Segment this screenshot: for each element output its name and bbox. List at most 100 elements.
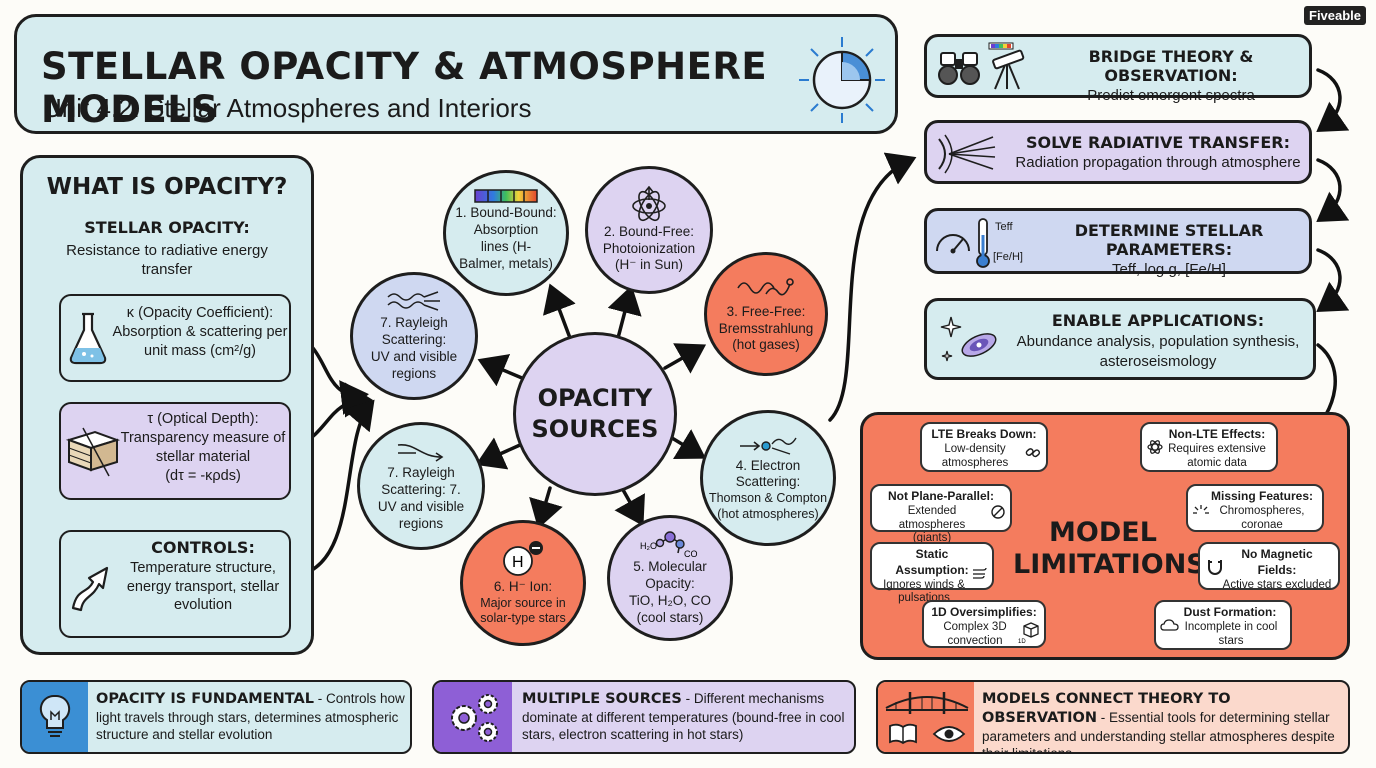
source-title: 1. Bound-Bound: [455, 205, 557, 221]
summary-text: - Controls how light travels through sta… [96, 691, 405, 743]
source-text: UV and visible regions [370, 349, 458, 381]
source-title: 4. Electron Scattering: [735, 457, 801, 490]
summary-text: - Different mechanisms dominate at diffe… [522, 691, 845, 743]
hub-line2: SOURCES [531, 415, 659, 443]
limitation-title: Dust Formation: [1183, 605, 1277, 619]
tau-card: τ (Optical Depth): Transparency measure … [59, 402, 291, 500]
controls-text: Temperature structure, energy transport,… [126, 559, 280, 614]
kappa-heading: κ (Opacity Coefficient): [126, 305, 274, 321]
limitations-title-line1: MODEL [1049, 517, 1157, 548]
ion-label: H [512, 554, 524, 571]
teff-label: Teff [995, 221, 1013, 233]
source-title: 2. Bound-Free: [603, 223, 695, 239]
telescope-icon [988, 42, 1025, 90]
stellar-opacity-text: Resistance to radiative energy transfer [66, 242, 268, 278]
summary-card-multiple-sources: MULTIPLE SOURCES - Different mechanisms … [432, 680, 856, 754]
stellar-opacity-heading: STELLAR OPACITY: [84, 218, 250, 237]
controls-card: CONTROLS: Temperature structure, energy … [59, 530, 291, 638]
source-bound-bound: 1. Bound-Bound: Absorption lines (H-Balm… [443, 170, 569, 296]
tau-heading: τ (Optical Depth): [147, 411, 259, 427]
limitations-title-line2: LIMITATIONS [1013, 549, 1206, 581]
source-text: Photoionization (H⁻ in Sun) [602, 240, 696, 273]
molecule-label-co: CO [684, 549, 698, 559]
what-is-opacity-panel: WHAT IS OPACITY? STELLAR OPACITY: Resist… [20, 155, 314, 655]
limitation-static: Static Assumption: Ignores winds & pulsa… [870, 542, 994, 604]
spectrum-icon [474, 189, 538, 203]
flow-text: Predict emergent spectra [1087, 87, 1255, 104]
tau-formula: (dτ = -κρds) [165, 467, 241, 484]
flow-text: Radiation propagation through atmosphere [1015, 154, 1301, 171]
source-electron-scattering: 4. Electron Scattering: Thomson & Compto… [700, 410, 836, 546]
source-title: 3. Free-Free: [726, 303, 806, 319]
cube-label: 1D [1018, 639, 1026, 644]
wave-icon [387, 291, 440, 311]
gauge-icon [936, 234, 970, 254]
tau-text: Transparency measure of stellar material [120, 429, 286, 465]
source-h-minus-ion: H 6. H⁻ Ion: Major source in solar-type … [460, 520, 586, 646]
flow-step-parameters: Teff [Fe/H] DETERMINE STELLAR PARAMETERS… [924, 208, 1312, 278]
hub-line1: OPACITY [537, 383, 653, 412]
limitation-title: LTE Breaks Down: [931, 427, 1037, 441]
flow-heading: ENABLE APPLICATIONS: [1051, 311, 1265, 330]
limitation-text: Chromospheres, coronae [1219, 504, 1305, 531]
limitation-title: 1D Oversimplifies: [931, 605, 1037, 619]
kappa-card: κ (Opacity Coefficient): Absorption & sc… [59, 294, 291, 382]
curved-arrow-icon [71, 566, 109, 612]
cube-icon: 1D [1018, 622, 1039, 644]
limitation-title: Non-LTE Effects: [1168, 427, 1266, 441]
source-title: 7. Rayleigh Scattering: [380, 315, 448, 348]
summary-card-fundamental: OPACITY IS FUNDAMENTAL - Controls how li… [20, 680, 412, 754]
no-sign-icon [991, 505, 1005, 519]
limitation-dust: Dust Formation: Incomplete in cool stars [1154, 600, 1292, 650]
source-molecular-opacity: H₂O CO 5. Molecular Opacity: TiO, H₂O, C… [607, 515, 733, 641]
limitation-text: Active stars excluded [1222, 578, 1332, 591]
limitation-plane-parallel: Not Plane-Parallel: Extended atmospheres… [870, 484, 1012, 544]
brand-tag[interactable]: Fiveable [1304, 6, 1367, 25]
wind-icon [973, 567, 987, 579]
molecule-label-h2o: H₂O [640, 541, 657, 551]
page-title: STELLAR OPACITY & ATMOSPHERE MODELS [41, 45, 768, 131]
source-text: UV and visible regions [377, 499, 465, 531]
flow-step-applications: ENABLE APPLICATIONS: Abundance analysis,… [924, 298, 1316, 380]
limitation-missing-features: Missing Features: Chromospheres, coronae [1186, 484, 1324, 532]
source-text: Major source in solar-type stars [480, 595, 566, 626]
flow-heading: SOLVE RADIATIVE TRANSFER: [1026, 133, 1290, 152]
flow-step-radiative-transfer: SOLVE RADIATIVE TRANSFER: Radiation prop… [924, 120, 1312, 184]
feh-label: [Fe/H] [993, 251, 1023, 263]
limitation-title: Not Plane-Parallel: [887, 489, 995, 503]
layers-icon [65, 427, 121, 477]
source-text: Thomson & Compton (hot atmospheres) [708, 491, 828, 521]
limitation-1d: 1D Oversimplifies: Complex 3D convection… [922, 600, 1046, 648]
source-free-free: 3. Free-Free: Bremsstrahlung (hot gases) [704, 252, 828, 376]
ion-icon: H [503, 540, 543, 576]
limitation-text: Low-density atmospheres [941, 442, 1009, 469]
scatter-curve-icon [397, 444, 444, 462]
book-icon [889, 723, 917, 745]
summary-card-models-connect: MODELS CONNECT THEORY TO OBSERVATION - E… [876, 680, 1350, 754]
limitation-text: Requires extensive atomic data [1168, 442, 1266, 469]
thermometer-icon [976, 218, 990, 268]
flask-icon [69, 312, 107, 365]
flow-heading: DETERMINE STELLAR PARAMETERS: [1074, 221, 1264, 259]
header-panel: STELLAR OPACITY & ATMOSPHERE MODELS Unit… [14, 14, 898, 134]
summary-text: - Essential tools for determining stella… [982, 709, 1335, 754]
molecule-icon: H₂O CO [640, 531, 698, 559]
brand-label: Fiveable [1309, 8, 1362, 23]
galaxy-icon [940, 316, 997, 362]
sun-rays-icon [1193, 505, 1209, 514]
controls-heading: CONTROLS: [151, 538, 255, 557]
limitation-title: No Magnetic Fields: [1241, 547, 1313, 577]
cloud-icon [1160, 619, 1179, 631]
flow-heading: BRIDGE THEORY & OBSERVATION: [1088, 47, 1254, 85]
bridge-icon [885, 692, 969, 714]
summary-bold: MULTIPLE SOURCES [522, 691, 682, 707]
source-rayleigh-upper: 7. Rayleigh Scattering: UV and visible r… [350, 272, 478, 400]
limitation-title: Missing Features: [1210, 489, 1314, 503]
source-rayleigh-lower: 7. Rayleigh Scattering: 7. UV and visibl… [357, 422, 485, 550]
limitation-text: Extended atmospheres (giants) [898, 504, 966, 545]
source-title: 5. Molecular Opacity: [633, 559, 707, 592]
panel-title: WHAT IS OPACITY? [46, 174, 288, 200]
magnet-icon [1208, 560, 1222, 575]
flow-text: Teff, log g, [Fe/H] [1112, 261, 1226, 278]
source-text: TiO, H₂O, CO (cool stars) [629, 593, 711, 625]
